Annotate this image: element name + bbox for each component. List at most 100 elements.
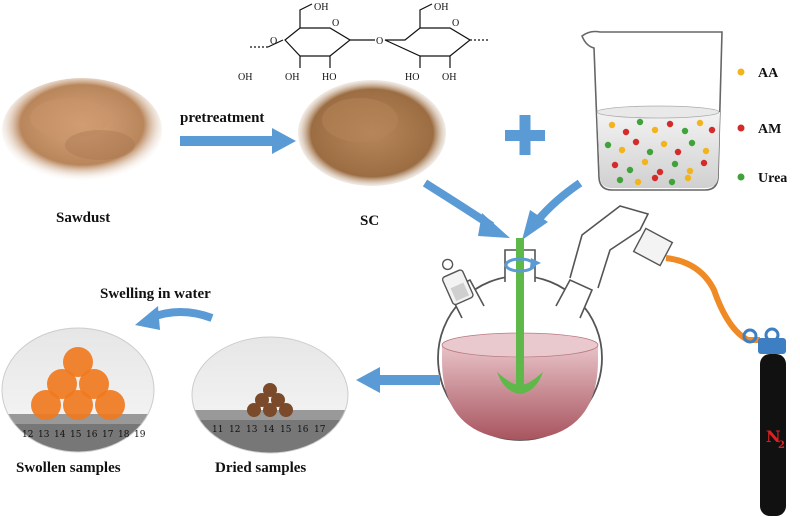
ruler-tick-label: 11 — [212, 425, 223, 435]
legend-label-aa: AA — [758, 66, 779, 81]
swollen-bead — [31, 390, 61, 420]
sc-image — [298, 80, 446, 186]
swollen-label: Swollen samples — [16, 460, 121, 476]
ruler-tick-label: 18 — [118, 430, 130, 440]
swollen-bead — [95, 390, 125, 420]
monomer-dot — [700, 159, 708, 167]
to-dried-arrow — [356, 367, 440, 393]
legend-dot-am — [737, 124, 745, 132]
dried-samples-image: 11 12 13 14 15 16 17 — [191, 336, 349, 454]
valve-icon — [764, 327, 780, 343]
swollen-samples-image: 12 13 14 15 16 17 18 19 — [1, 327, 155, 453]
ruler-tick-label: 12 — [229, 425, 240, 435]
beaker-monomer-dots — [604, 118, 716, 186]
ruler-tick-label: 15 — [280, 425, 292, 435]
nitrogen-cylinder: N 2 — [742, 327, 786, 516]
merge-arrow-head-right — [522, 210, 548, 240]
n2-subscript: 2 — [778, 440, 785, 451]
monomer-dot — [660, 140, 668, 148]
ruler-tick-label: 17 — [314, 425, 326, 435]
ruler-tick-label: 17 — [102, 430, 114, 440]
sawdust-image — [2, 78, 162, 182]
monomer-dot — [618, 146, 626, 154]
cellulose-oh-label: OH — [314, 2, 328, 13]
legend-dot-urea — [737, 173, 745, 181]
dried-beads — [247, 383, 293, 417]
swelling-label: Swelling in water — [100, 286, 211, 302]
swelling-arrow — [135, 306, 214, 330]
ruler-tick-label: 16 — [297, 425, 309, 435]
monomer-dot — [641, 158, 649, 166]
monomer-dot — [708, 126, 716, 134]
monomer-dot — [634, 178, 642, 186]
monomer-dot — [604, 141, 612, 149]
sc-label: SC — [360, 213, 379, 229]
pretreatment-label: pretreatment — [180, 110, 264, 126]
ruler-tick-label: 14 — [263, 425, 275, 435]
monomer-dot — [611, 161, 619, 169]
monomer-dot — [608, 121, 616, 129]
cellulose-o-label: O — [270, 36, 277, 47]
monomer-dot — [668, 178, 676, 186]
monomer-dot — [646, 148, 654, 156]
three-neck-flask — [437, 205, 674, 441]
cellulose-o-label: O — [332, 18, 339, 29]
monomer-dot — [681, 127, 689, 135]
legend-dot-aa — [737, 68, 745, 76]
n2-label: N — [766, 427, 781, 446]
swollen-bead — [79, 369, 109, 399]
monomer-dot — [632, 138, 640, 146]
swollen-beads — [31, 347, 125, 420]
swollen-ruler-ticks: 12 13 14 15 16 17 18 19 — [22, 430, 146, 440]
dried-label: Dried samples — [215, 460, 306, 476]
monomer-dot — [656, 168, 664, 176]
ruler-tick-label: 13 — [38, 430, 50, 440]
legend-label-urea: Urea — [758, 171, 787, 186]
cellulose-structure: O OH O OH HO O OH HO OH O OH — [238, 2, 488, 83]
swollen-bead — [63, 347, 93, 377]
dried-bead — [263, 383, 277, 397]
monomer-dot — [702, 147, 710, 155]
monomer-dot — [686, 167, 694, 175]
stirrer — [497, 238, 543, 394]
cellulose-oh-label: OH — [434, 2, 448, 13]
cellulose-oh-label: HO — [405, 72, 419, 83]
pretreatment-arrow — [180, 128, 296, 154]
cellulose-oh-label: OH — [442, 72, 456, 83]
cellulose-oh-label: HO — [322, 72, 336, 83]
monomer-dot — [674, 148, 682, 156]
swollen-bead — [47, 369, 77, 399]
ruler-tick-label: 13 — [246, 425, 258, 435]
monomer-dot — [622, 128, 630, 136]
cellulose-o-label: O — [452, 18, 459, 29]
monomer-dot — [696, 119, 704, 127]
valve-icon — [742, 328, 758, 344]
ruler-tick-label: 15 — [70, 430, 82, 440]
ruler-tick-label: 16 — [86, 430, 98, 440]
monomer-dot — [684, 174, 692, 182]
cellulose-oh-label: OH — [285, 72, 299, 83]
merge-arrows — [422, 179, 583, 230]
monomer-dot — [688, 139, 696, 147]
swollen-bead — [63, 390, 93, 420]
merge-arrow-head-left — [478, 213, 510, 238]
dried-bead — [255, 393, 269, 407]
ruler-tick-label: 14 — [54, 430, 66, 440]
beaker — [581, 30, 723, 191]
ruler-tick-label: 19 — [134, 430, 146, 440]
sawdust-label: Sawdust — [56, 210, 110, 226]
monomer-dot — [651, 126, 659, 134]
dried-bead — [279, 403, 293, 417]
monomer-dot — [626, 166, 634, 174]
monomer-dot — [671, 160, 679, 168]
legend: AA AM Urea — [737, 66, 787, 186]
plus-icon — [505, 115, 545, 155]
ruler-tick-label: 12 — [22, 430, 33, 440]
nitrogen-hose — [665, 255, 760, 343]
dried-bead — [263, 403, 277, 417]
monomer-dot — [666, 120, 674, 128]
dried-ruler-ticks: 11 12 13 14 15 16 17 — [212, 425, 326, 435]
monomer-dot — [636, 118, 644, 126]
legend-label-am: AM — [758, 122, 781, 137]
